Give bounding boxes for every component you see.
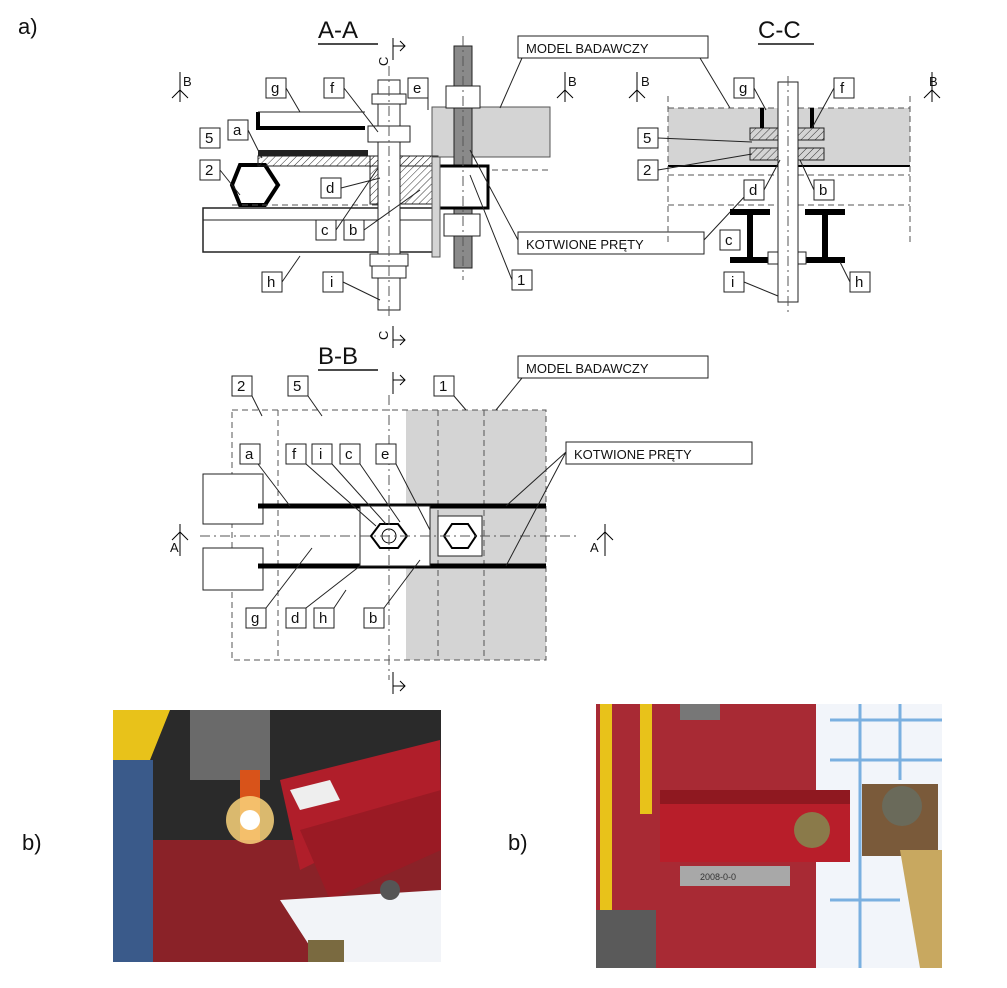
- bb-label-d: d: [291, 610, 299, 627]
- bb-label-5: 5: [293, 378, 301, 395]
- section-cc-title: C-C: [758, 17, 801, 44]
- cc-label-f: f: [840, 80, 845, 97]
- photo-bar-marking: 2008-0-0: [700, 872, 736, 882]
- aa-label-f: f: [330, 80, 335, 97]
- bb-label-a: a: [245, 446, 254, 463]
- cut-mark-b-left: B: [183, 74, 192, 89]
- cc-label-d: d: [749, 182, 757, 199]
- cut-mark-b-right: B: [568, 74, 577, 89]
- aa-label-d: d: [326, 180, 334, 197]
- bb-label-b: b: [369, 610, 377, 627]
- bb-cut-mark-a-right: A: [590, 540, 599, 555]
- kotwione-prety-box-top: [517, 231, 705, 255]
- aa-label-b: b: [349, 222, 357, 239]
- bb-label-g: g: [251, 610, 259, 627]
- cc-label-b: b: [819, 182, 827, 199]
- panel-label-a: a): [18, 14, 38, 39]
- bb-label-i: i: [319, 446, 322, 463]
- section-aa-title: A-A: [318, 17, 358, 44]
- kotwione-prety-label-top: KOTWIONE PRĘTY: [526, 237, 644, 252]
- aa-label-i: i: [330, 274, 333, 291]
- model-badawczy-label-bb: MODEL BADAWCZY: [526, 361, 649, 376]
- photo-anchored-bar: 2008-0-0: [596, 704, 942, 968]
- bb-label-boxes: [231, 375, 467, 629]
- cc-label-boxes: [637, 77, 871, 297]
- kotwione-prety-label-bb: KOTWIONE PRĘTY: [574, 447, 692, 462]
- cc-cut-mark-b-left: B: [641, 74, 650, 89]
- panel-label-b-right: b): [508, 830, 528, 855]
- cc-cut-mark-b-right: B: [929, 74, 938, 89]
- bb-label-2: 2: [237, 378, 245, 395]
- bb-label-h: h: [319, 610, 327, 627]
- aa-label-boxes: [199, 77, 533, 301]
- photo-welding: [113, 710, 441, 962]
- aa-label-g: g: [271, 80, 279, 97]
- bb-label-e: e: [381, 446, 389, 463]
- bb-label-f: f: [292, 446, 297, 463]
- cc-label-h: h: [855, 274, 863, 291]
- section-aa-drawing: [171, 36, 574, 348]
- aa-label-h: h: [267, 274, 275, 291]
- aa-label-a: a: [233, 122, 242, 139]
- aa-label-e: e: [413, 80, 421, 97]
- section-bb-drawing: [171, 372, 614, 694]
- bb-label-1: 1: [439, 378, 447, 395]
- section-bb-title: B-B: [318, 343, 358, 370]
- cc-label-c: c: [725, 232, 733, 249]
- model-badawczy-label-top: MODEL BADAWCZY: [526, 41, 649, 56]
- cc-label-2: 2: [643, 162, 651, 179]
- cc-label-5: 5: [643, 130, 651, 147]
- cc-label-i: i: [731, 274, 734, 291]
- cut-mark-c-top: C: [376, 57, 391, 66]
- model-badawczy-box-top: [517, 35, 709, 59]
- panel-label-b-left: b): [22, 830, 42, 855]
- aa-label-5: 5: [205, 130, 213, 147]
- bb-label-c: c: [345, 446, 353, 463]
- aa-label-1: 1: [517, 272, 525, 289]
- model-badawczy-box-bb: [517, 355, 709, 379]
- bb-cut-mark-a-left: A: [170, 540, 179, 555]
- cc-label-g: g: [739, 80, 747, 97]
- aa-label-2: 2: [205, 162, 213, 179]
- cut-mark-c-bottom: C: [376, 331, 391, 340]
- aa-label-c: c: [321, 222, 329, 239]
- section-cc-drawing: [628, 72, 941, 312]
